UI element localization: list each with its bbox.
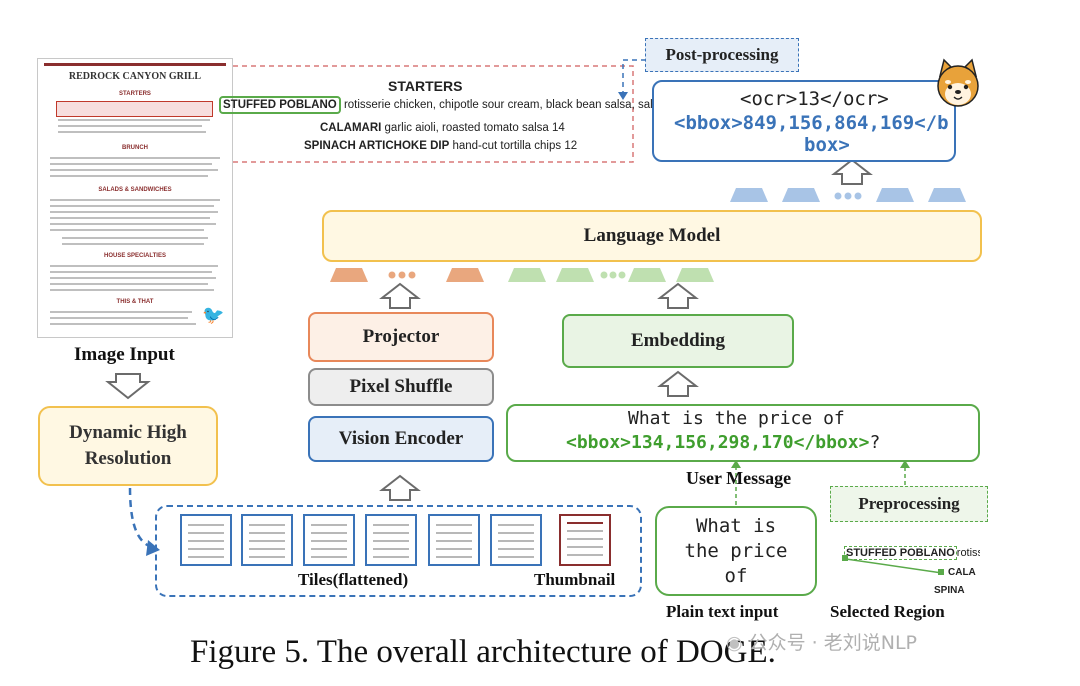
plain-text-line1: What is (695, 515, 777, 537)
plain-text-line2: the price (684, 540, 788, 562)
pixel-shuffle-box: Pixel Shuffle (308, 368, 494, 406)
plain-text-box: What is the price of (655, 506, 817, 596)
image-input-label: Image Input (74, 344, 175, 365)
region-text1: STUFFED POBLANO (844, 546, 957, 560)
bird-icon: 🐦 (202, 305, 225, 325)
dynamic-high-resolution-box: Dynamic High Resolution (38, 406, 218, 486)
thumbnail-label: Thumbnail (534, 570, 616, 589)
output-ocr-line: <ocr>13</ocr> (740, 88, 889, 110)
down-arrow-icon (105, 373, 151, 400)
language-model-box: Language Model (322, 210, 982, 262)
plain-text-input-label: Plain text input (666, 602, 779, 621)
region-text1-tail: rotisse (956, 547, 980, 559)
output-bbox-line1: <bbox>849,156,864,169</b (674, 112, 949, 134)
post-processing-label: Post-processing (665, 45, 779, 64)
up-arrow-icon (657, 370, 699, 397)
projector-box: Projector (308, 312, 494, 362)
user-message-label: User Message (686, 468, 792, 488)
language-model-label: Language Model (583, 225, 721, 246)
tile-3 (303, 514, 355, 566)
selected-region-label: Selected Region (830, 602, 945, 621)
tiles-container (155, 505, 642, 597)
zoom-item3-row: SPINACH ARTICHOKE DIP hand-cut tortilla … (304, 140, 577, 152)
dynamic-high-resolution-label: Dynamic High Resolution (69, 422, 187, 469)
post-processing-box: Post-processing (645, 38, 799, 72)
projector-label: Projector (362, 326, 440, 347)
output-ocr: <ocr>13</ocr> (740, 88, 889, 110)
menu-highlight (56, 101, 213, 117)
query-box (506, 404, 980, 462)
query-bbox: <bbox>134,156,298,170</bbox> (566, 432, 870, 453)
watermark-text: 公众号 · 老刘说NLP (748, 632, 918, 654)
tile-4 (365, 514, 417, 566)
embedding-box: Embedding (562, 314, 794, 368)
menu-image: REDROCK CANYON GRILL STARTERS BRUNCH SAL… (37, 58, 233, 338)
pixel-shuffle-label: Pixel Shuffle (349, 376, 453, 397)
postprocess-connector (622, 59, 652, 96)
zoom-item3-desc: hand-cut tortilla chips 12 (452, 140, 578, 152)
preprocessing-box: Preprocessing (830, 486, 988, 522)
query-line2: <bbox>134,156,298,170</bbox>? (566, 432, 880, 453)
menu-section-this-that: THIS & THAT (116, 299, 154, 305)
tile-5 (428, 514, 480, 566)
shiba-dog-icon (937, 58, 979, 107)
up-arrow-icon (657, 282, 699, 309)
query-tail: ? (869, 432, 881, 453)
query-line1: What is the price of (628, 408, 845, 429)
image-tokens (330, 268, 484, 282)
output-tokens (730, 188, 966, 202)
zoom-item1-row: STUFFED POBLANO rotisserie chicken, chip… (219, 96, 721, 114)
zoom-item2-desc: garlic aioli, roasted tomato salsa 14 (384, 122, 565, 134)
tiles-label: Tiles(flattened) (298, 570, 409, 589)
vision-encoder-box: Vision Encoder (308, 416, 494, 462)
zoom-heading: STARTERS (388, 78, 463, 94)
menu-restaurant-name: REDROCK CANYON GRILL (68, 71, 202, 82)
embedding-label: Embedding (631, 330, 725, 351)
zoom-item3-name: SPINACH ARTICHOKE DIP (304, 140, 450, 152)
menu-section-brunch: BRUNCH (122, 145, 148, 151)
text-tokens (508, 268, 714, 282)
up-arrow-icon (379, 474, 421, 501)
up-arrow-icon (831, 158, 873, 185)
figure-caption: Figure 5. The overall architecture of DO… (190, 634, 776, 670)
zoom-callout-frame (214, 65, 634, 163)
output-bbox-line2: box> (804, 134, 850, 156)
zoom-item1-name: STUFFED POBLANO (219, 96, 341, 114)
up-arrow-icon (379, 282, 421, 309)
region-text2: CALA (948, 567, 976, 578)
menu-section-starters: STARTERS (119, 91, 151, 97)
zoom-item1-desc: rotisserie chicken, chipotle sour cream,… (343, 99, 697, 111)
plain-text-line3: of (724, 565, 748, 587)
menu-section-salads: SALADS & SANDWICHES (98, 187, 172, 193)
postprocess-arrowhead (618, 92, 628, 100)
zoom-item2-name: CALAMARI (320, 122, 382, 134)
tile-2 (241, 514, 293, 566)
preprocessing-label: Preprocessing (858, 494, 960, 513)
vision-encoder-label: Vision Encoder (338, 428, 464, 449)
resolution-to-tiles-connector (128, 487, 156, 550)
output-box (652, 80, 956, 162)
thumbnail-tile (559, 514, 611, 566)
zoom-item2-row: CALAMARI garlic aioli, roasted tomato sa… (320, 122, 565, 134)
watermark: ◉ 公众号 · 老刘说NLP (726, 628, 917, 655)
menu-section-specialties: HOUSE SPECIALTIES (104, 253, 166, 259)
wechat-icon: ◉ (726, 632, 743, 654)
tile-1 (180, 514, 232, 566)
region-text3: SPINA (934, 585, 965, 595)
tile-6 (490, 514, 542, 566)
